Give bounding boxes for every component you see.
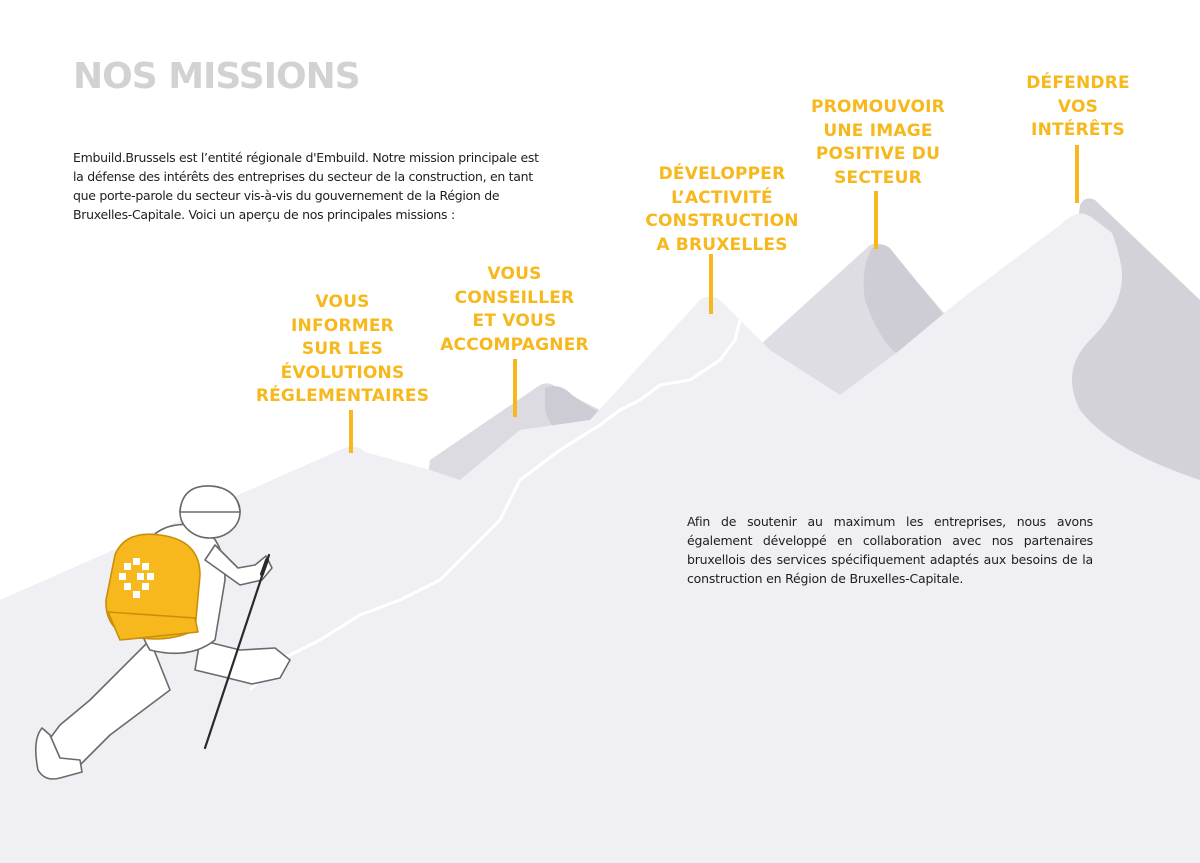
- mission-defend: DÉFENDRE VOS INTÉRÊTS: [1026, 73, 1130, 140]
- intro-paragraph: Embuild.Brussels est l’entité régionale …: [73, 150, 539, 222]
- mountain-main-range: [0, 213, 1200, 863]
- mission-inform: VOUS INFORMER SUR LES ÉVOLUTIONS RÉGLEME…: [255, 292, 430, 406]
- mission-defend-pole: [1075, 145, 1079, 203]
- mission-promote: PROMOUVOIR UNE IMAGE POSITIVE DU SECTEUR: [811, 97, 945, 188]
- embuild-logo-icon: [119, 558, 154, 598]
- hiker-figure: [34, 485, 291, 780]
- mountain-shadow-right: [1072, 200, 1200, 480]
- mission-develop-pole: [709, 254, 713, 314]
- snow-trail: [248, 319, 742, 692]
- support-paragraph: Afin de soutenir au maximum les entrepri…: [687, 514, 1093, 586]
- mission-promote-pole: [874, 191, 878, 249]
- mission-develop: DÉVELOPPER L’ACTIVITÉ CONSTRUCTION A BRU…: [645, 164, 799, 255]
- trekking-pole: [203, 553, 271, 750]
- page-title: NOS MISSIONS: [73, 56, 361, 97]
- mission-advise: VOUS CONSEILLER ET VOUS ACCOMPAGNER: [440, 264, 589, 355]
- mission-inform-pole: [349, 410, 353, 453]
- mission-advise-pole: [513, 359, 517, 417]
